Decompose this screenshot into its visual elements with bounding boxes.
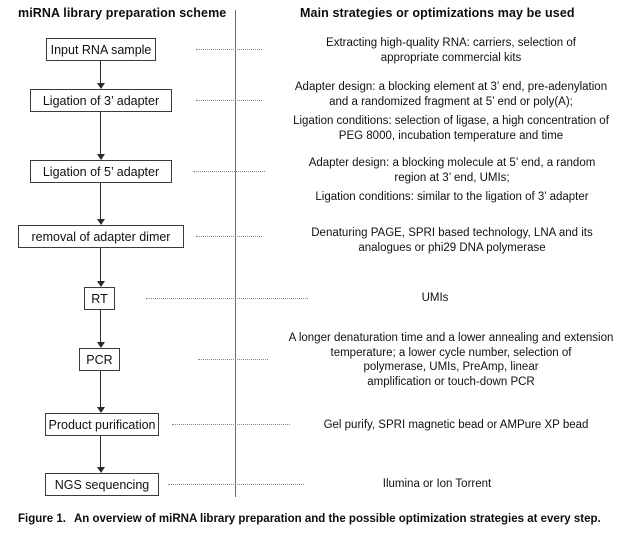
note-line: UMIs [421,292,449,304]
flow-box-pcr: PCR [79,348,120,371]
flow-box-removal-adapter-dimer: removal of adapter dimer [18,225,184,248]
flow-box-product-purification: Product purification [45,413,159,436]
note-ligation-3-adapter: Adapter design: a blocking element at 3’… [275,80,627,143]
note-line: analogues or phi29 DNA polymerase [358,241,546,254]
note-line: A longer denaturation time and a lower a… [288,332,614,344]
note-ngs-sequencing: Ilumina or Ion Torrent [322,477,552,492]
note-line: polymerase, UMIs, PreAmp, linear [363,361,539,374]
flow-box-ligation-3-adapter: Ligation of 3’ adapter [30,89,172,112]
flow-box-ngs-sequencing: NGS sequencing [45,473,159,496]
arrow-ligation3-to-ligation5 [96,112,105,160]
note-line: Ilumina or Ion Torrent [382,478,492,490]
figure-caption-label: Figure 1. [18,513,66,525]
note-removal-adapter-dimer: Denaturing PAGE, SPRI based technology, … [285,226,619,255]
note-line: Extracting high-quality RNA: carriers, s… [326,37,576,49]
note-rt: UMIs [340,291,530,306]
arrow-product-purification-to-ngs [96,436,105,473]
note-line: region at 3’ end, UMIs; [394,171,510,184]
leader-line-ligation-3-adapter [196,100,262,102]
leader-line-rt [146,298,308,300]
arrow-removal-to-rt [96,248,105,287]
figure-caption: Figure 1. An overview of miRNA library pr… [18,513,628,525]
note-line: appropriate commercial kits [380,51,522,64]
arrow-pcr-to-product-purification [96,371,105,413]
note-line: Ligation conditions: similar to the liga… [315,191,589,204]
note-pcr: A longer denaturation time and a lower a… [272,331,630,389]
note-line: amplification or touch-down PCR [367,375,535,388]
note-line: PEG 8000, incubation temperature and tim… [338,129,564,142]
leader-line-product-purification [172,424,290,426]
flow-box-input-rna-sample: Input RNA sample [46,38,156,61]
leader-line-pcr [198,359,268,361]
flow-box-rt: RT [84,287,115,310]
arrow-ligation5-to-removal [96,183,105,225]
note-line: Adapter design: a blocking element at 3’… [294,81,608,93]
figure-caption-text: An overview of miRNA library preparation… [73,513,601,525]
note-input-rna-sample: Extracting high-quality RNA: carriers, s… [281,36,621,65]
right-column-header: Main strategies or optimizations may be … [300,6,575,20]
left-column-header: miRNA library preparation scheme [18,6,227,20]
note-line: temperature; a lower cycle number, selec… [330,346,572,359]
note-line: Denaturing PAGE, SPRI based technology, … [311,227,593,239]
leader-line-removal-adapter-dimer [196,236,262,238]
note-product-purification: Gel purify, SPRI magnetic bead or AMPure… [300,418,612,433]
arrow-rt-to-pcr [96,310,105,348]
column-divider [235,10,236,497]
flow-box-ligation-5-adapter: Ligation of 5’ adapter [30,160,172,183]
leader-line-input-rna-sample [196,49,262,51]
arrow-input-to-ligation3 [96,61,105,89]
note-line: Ligation conditions: selection of ligase… [293,115,609,128]
note-line: and a randomized fragment at 5’ end or p… [329,95,573,108]
note-ligation-5-adapter: Adapter design: a blocking molecule at 5… [285,156,619,205]
note-line: Gel purify, SPRI magnetic bead or AMPure… [323,419,589,431]
leader-line-ngs-sequencing [168,484,304,486]
leader-line-ligation-5-adapter [193,171,265,173]
note-line: Adapter design: a blocking molecule at 5… [308,157,596,169]
